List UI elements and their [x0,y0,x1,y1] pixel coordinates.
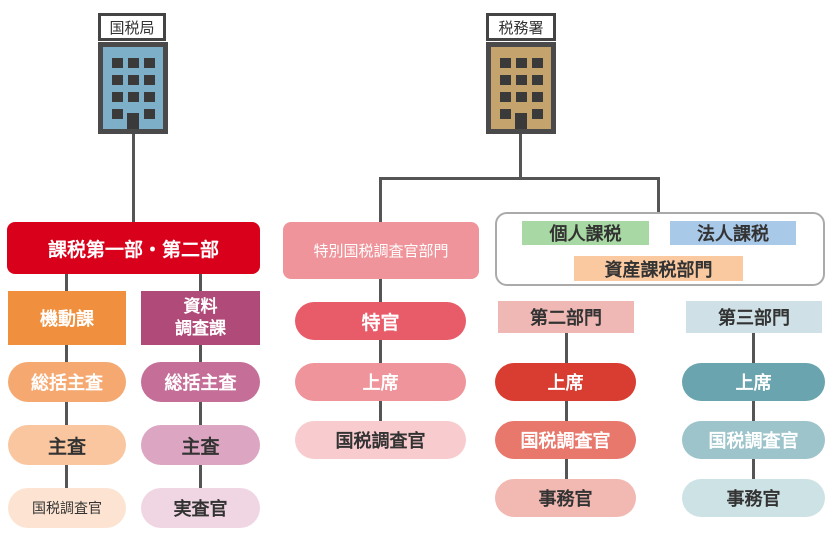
dai-ni-kokuzei-chousakan: 国税調査官 [495,421,636,459]
corporate-taxation-tag: 法人課税 [670,221,796,245]
line-bureau-to-division [132,133,135,223]
tokubetsu-joseki: 上席 [295,363,466,401]
shiryou-shusa: 主査 [141,425,260,465]
tokubetsu-tokkan: 特官 [295,302,466,340]
dai-ni-jimukan: 事務官 [495,479,636,517]
tokubetsu-kokuzei-chousakan-bumon-box: 特別国税調査官部門 [283,222,479,279]
dai-san-kokuzei-chousakan: 国税調査官 [682,421,825,459]
line-office-to-categories [657,177,660,212]
tax-office-label: 税務署 [486,13,556,41]
kidou-kokuzei-chousakan: 国税調査官 [8,488,126,528]
tokubetsu-kokuzei-chousakan: 国税調査官 [295,421,466,459]
dai-san-joseki: 上席 [682,363,825,401]
kidou-shusa: 主査 [8,425,126,465]
kidou-sokatsu-shusa: 総括主査 [8,362,126,402]
line-office-to-tokubetsu [379,177,382,222]
bureau-division-box: 課税第一部・第二部 [7,222,260,274]
tax-bureau-label: 国税局 [98,13,166,41]
shiryou-jissakan: 実査官 [141,488,260,528]
tax-bureau-building-icon [98,42,168,134]
line-dai-ni-column [565,332,568,497]
line-office-horizontal [379,177,660,180]
line-tokubetsu-column [379,278,382,438]
dai-ni-joseki: 上席 [495,363,636,401]
dai-san-jimukan: 事務官 [682,479,825,517]
shiryou-chousa-ka-line1: 資料 [183,297,218,317]
line-dai-san-column [752,332,755,497]
shiryou-chousa-ka-box: 資料 調査課 [141,291,260,345]
shiryou-sokatsu-shusa: 総括主査 [141,362,260,402]
tax-office-building-icon [486,42,556,134]
shiryou-chousa-ka-line2: 調査課 [175,319,226,339]
kidou-ka-box: 機動課 [8,291,126,345]
line-office-stem [519,133,522,179]
asset-taxation-department-tag: 資産課税部門 [574,256,743,281]
dai-ni-bumon-box: 第二部門 [498,301,634,333]
dai-san-bumon-box: 第三部門 [686,301,822,333]
personal-taxation-tag: 個人課税 [522,221,649,245]
